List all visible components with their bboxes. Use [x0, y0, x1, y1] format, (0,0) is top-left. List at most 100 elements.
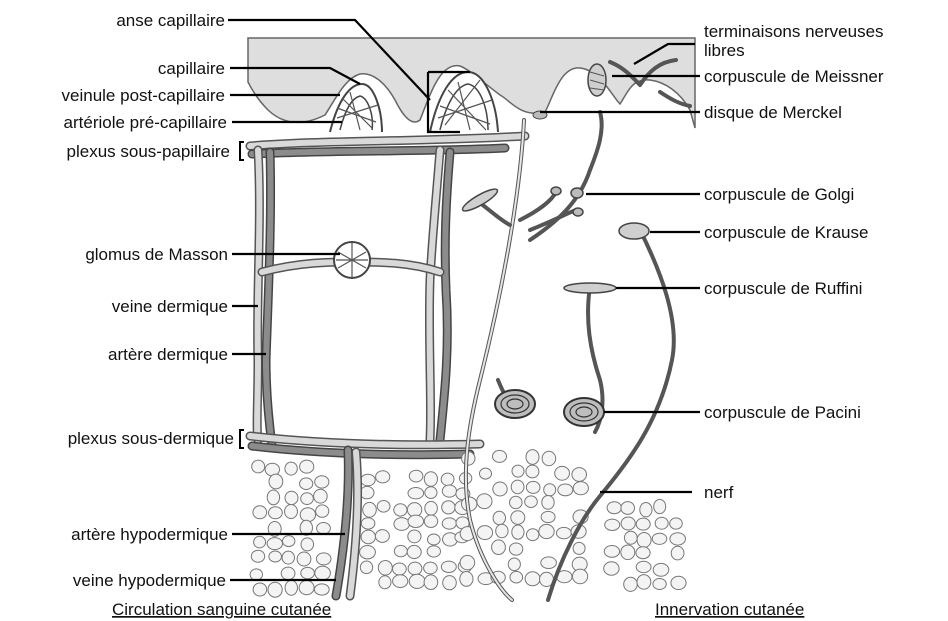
fat-cell [408, 488, 424, 499]
label-plexus-sous-papillaire: plexus sous-papillaire [67, 142, 230, 161]
fat-cell [267, 490, 279, 505]
fat-cell [285, 505, 298, 519]
fat-cell [443, 576, 457, 590]
fat-cell [269, 507, 283, 519]
fat-cell [493, 450, 507, 462]
fat-cell [314, 489, 328, 503]
label-corpuscule-de-ruffini: corpuscule de Ruffini [704, 279, 862, 298]
label-capillaire: capillaire [158, 59, 225, 78]
label-plexus-sous-dermique: plexus sous-dermique [68, 429, 234, 448]
fat-cell [671, 576, 686, 589]
fat-cell [637, 533, 651, 548]
fat-cell [360, 561, 372, 574]
fat-cell [624, 531, 637, 544]
fat-cell [509, 543, 522, 555]
fat-cell [361, 530, 375, 544]
fat-cell [408, 530, 421, 543]
fat-cell [285, 462, 297, 475]
fat-cell [300, 478, 313, 490]
fat-cell [442, 485, 456, 497]
fat-cell [621, 502, 635, 515]
fat-cell [573, 569, 588, 584]
fat-cell [428, 534, 441, 545]
fat-cell [378, 561, 392, 576]
fat-cell [544, 484, 556, 496]
label-corpuscule-de-krause: corpuscule de Krause [704, 223, 868, 242]
fat-cell [555, 466, 570, 480]
label-veine-hypodermique: veine hypodermique [73, 571, 226, 590]
fat-cell [542, 451, 556, 465]
krause-corpuscle [619, 223, 649, 239]
fat-cell [480, 468, 492, 479]
fat-cell [525, 496, 538, 508]
fat-cell [316, 505, 329, 517]
fat-cell [424, 472, 437, 487]
fat-cell [511, 480, 524, 494]
fat-cell [460, 572, 473, 587]
labels-right: terminaisons nerveuses libres corpuscule… [704, 22, 888, 502]
fat-cell [510, 571, 523, 583]
fat-cell [477, 526, 492, 540]
fat-cell [526, 481, 540, 493]
fat-cell [541, 511, 555, 522]
fat-cell [492, 540, 506, 555]
fat-cell [393, 563, 407, 575]
fat-cell [363, 502, 377, 517]
fat-cell [558, 484, 573, 496]
fat-cell [253, 583, 267, 596]
fat-cell [493, 482, 507, 496]
fat-cell [525, 572, 540, 586]
fat-cell [376, 471, 390, 483]
labels-left: anse capillaire capillaire veinule post-… [62, 11, 234, 590]
fat-cell [441, 561, 456, 572]
label-terminaisons-nerveuses-libres: terminaisons nerveuses libres [704, 22, 888, 60]
fat-cell [427, 546, 440, 557]
fat-cell [393, 575, 408, 588]
fat-cell [285, 580, 297, 595]
fat-cell [251, 550, 264, 562]
fat-cell [508, 558, 520, 571]
bracket-plexus-sous-dermique [240, 430, 244, 448]
ruffini-corpuscle [564, 283, 616, 293]
fat-cell [607, 502, 621, 514]
fat-cell [621, 517, 635, 530]
fat-cell [441, 473, 454, 485]
fat-cell [496, 524, 508, 538]
fat-cell [299, 581, 314, 595]
fat-cell [250, 569, 262, 580]
golgi-corpuscle-a [551, 187, 561, 195]
fat-cell [510, 496, 523, 508]
fat-cell [653, 579, 666, 590]
fat-cell [408, 562, 422, 575]
fat-cell [460, 555, 475, 569]
fat-cell [512, 465, 524, 477]
fat-cell [573, 542, 585, 554]
fat-cell [361, 474, 376, 486]
fat-cell [527, 529, 539, 541]
fat-cell [301, 567, 315, 578]
fat-cell [408, 515, 424, 527]
fat-cell [269, 551, 282, 562]
fat-cell [269, 474, 283, 489]
fat-cell [394, 504, 407, 516]
fat-cell [361, 518, 375, 529]
fat-cell [377, 501, 390, 513]
dermal-vessels [257, 150, 450, 445]
fat-cell [297, 552, 311, 566]
label-nerf: nerf [704, 483, 734, 502]
fat-cell [407, 545, 421, 558]
label-veinule-post-capillaire: veinule post-capillaire [62, 86, 225, 105]
fat-cell [394, 545, 407, 556]
fat-cell [670, 518, 683, 529]
label-artere-dermique: artère dermique [108, 345, 228, 364]
fat-cell [653, 563, 669, 576]
fat-cell [316, 553, 331, 565]
fat-cell [281, 567, 295, 580]
fat-cell [477, 494, 492, 509]
fat-cell [636, 518, 650, 530]
fat-cell [655, 517, 668, 529]
fat-cell [267, 538, 282, 550]
label-arteriole-pre-capillaire: artériole pré-capillaire [64, 113, 227, 132]
fat-cell [379, 576, 391, 589]
fat-cell [285, 491, 298, 504]
